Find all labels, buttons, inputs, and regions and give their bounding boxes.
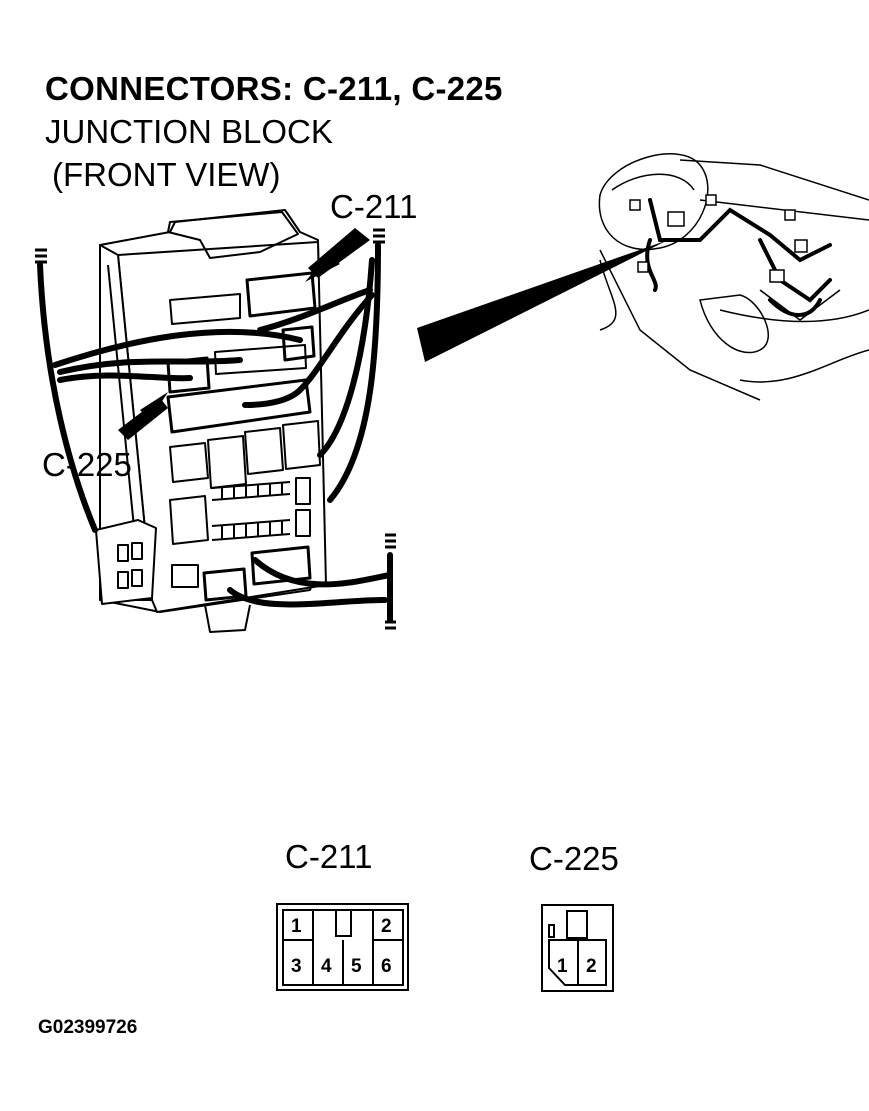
front-view-label: (FRONT VIEW) [52, 156, 281, 193]
c225-pin-1: 1 [557, 956, 568, 977]
c211-pin-5: 5 [351, 956, 362, 977]
c225-connector-face [541, 904, 614, 992]
c211-callout-label: C-211 [330, 188, 418, 225]
c211-pin-2: 2 [381, 916, 392, 937]
c211-pin-3: 3 [291, 956, 302, 977]
c211-connector-face [276, 903, 409, 991]
c211-pin-1: 1 [291, 916, 302, 937]
c225-connector-label: C-225 [529, 840, 619, 877]
c225-callout-label: C-225 [42, 446, 132, 483]
c211-pin-4: 4 [321, 956, 332, 977]
c211-connector-label: C-211 [285, 838, 373, 875]
c211-pin-6: 6 [381, 956, 392, 977]
diagram-title: CONNECTORS: C-211, C-225 [45, 70, 503, 107]
figure-id: G02399726 [38, 1017, 138, 1038]
c225-pin-2: 2 [586, 956, 597, 977]
junction-block-label: JUNCTION BLOCK [45, 113, 333, 150]
